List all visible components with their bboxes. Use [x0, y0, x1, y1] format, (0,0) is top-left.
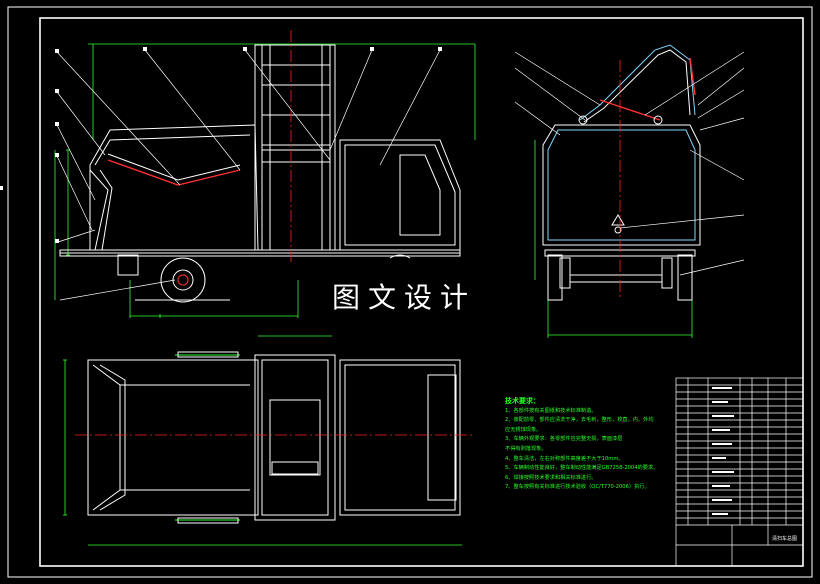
drawing-name: 清扫车总图: [772, 536, 798, 542]
side-view: [54, 43, 476, 318]
notes-line: 6、焊接按照技术要求和相关标准进行。: [505, 474, 597, 481]
leader-tags: [55, 47, 442, 243]
notes-line: 1、各部件按有关图纸和技术标准制造。: [505, 407, 597, 414]
notes-line: 4、整车清洁，左右对称部件高度差不大于10mm。: [505, 455, 624, 462]
notes-line: 3、车辆外观要求：各零部件应完整无损，表面漆层: [505, 436, 623, 443]
notes-line: 5、车辆制动性能良好，整车制动性能满足GB7258-2004的要求。: [505, 465, 659, 472]
leaders-side: [56, 49, 441, 301]
edge-mark: [0, 186, 3, 190]
plan-view: [63, 335, 462, 546]
outer-frame: [7, 6, 813, 578]
notes-heading: 技术要求：: [505, 397, 540, 405]
notes-line: 不得有剥落现象。: [505, 445, 547, 452]
notes-line: 应无锈蚀现象。: [505, 426, 542, 433]
rear-view: [534, 44, 701, 338]
parts-list: [676, 378, 803, 525]
technical-notes: 技术要求： 1、各部件按有关图纸和技术标准制造。 2、装配前零、部件应清洗干净，…: [505, 397, 658, 493]
notes-line: 7、整车按照有关标准进行技术验收（QC/T770-2006）执行。: [505, 484, 650, 491]
title-block: [675, 377, 804, 567]
inner-frame: [39, 17, 804, 567]
notes-line: 2、装配前零、部件应清洗干净，去毛刺，整形，校直，内、外均: [505, 417, 654, 424]
leaders-rear: [514, 51, 745, 276]
watermark: 图文设计: [332, 281, 477, 314]
parts-list-ticks: [712, 387, 734, 515]
